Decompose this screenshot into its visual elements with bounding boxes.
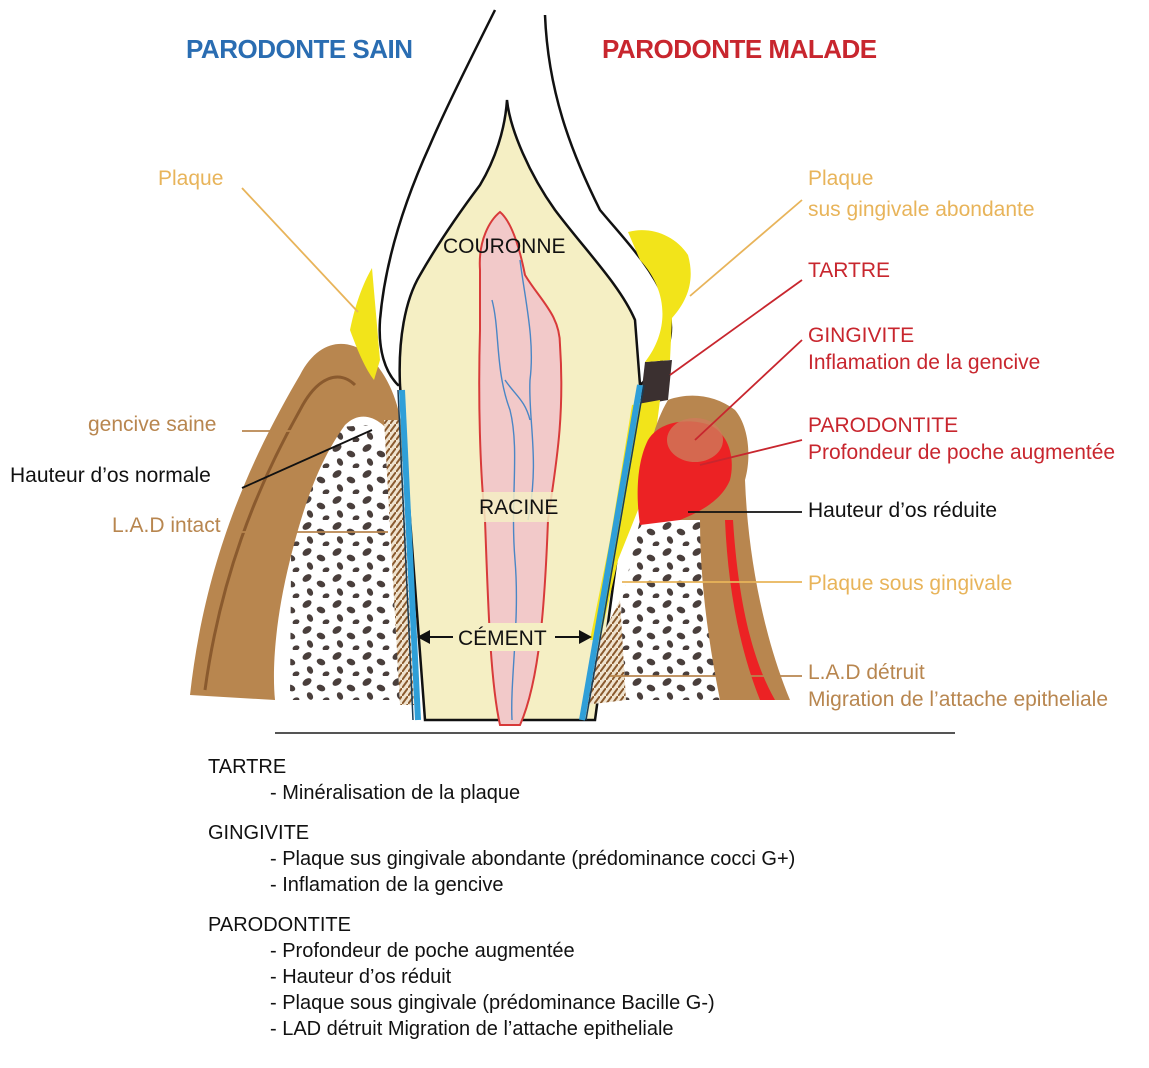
- label-parodontite-2: Profondeur de poche augmentée: [808, 441, 1115, 464]
- header-diseased: PARODONTE MALADE: [602, 34, 877, 64]
- label-plaque-left: Plaque: [158, 167, 223, 190]
- note-parodontite: PARODONTITE - Profondeur de poche augmen…: [208, 912, 1108, 1042]
- label-tartre: TARTRE: [808, 259, 890, 282]
- note-tartre: TARTRE - Minéralisation de la plaque: [208, 754, 1108, 806]
- label-lad-intact: L.A.D intact: [112, 514, 221, 537]
- leader-plaque-left: [242, 188, 358, 312]
- leader-plaque-right: [690, 200, 802, 296]
- note-item: - LAD détruit Migration de l’attache epi…: [208, 1016, 1108, 1042]
- label-gingivite-1: GINGIVITE: [808, 324, 914, 347]
- note-gingivite: GINGIVITE - Plaque sus gingivale abondan…: [208, 820, 1108, 898]
- label-plaque-sous-gingivale: Plaque sous gingivale: [808, 572, 1012, 595]
- label-gencive-saine: gencive saine: [88, 413, 216, 436]
- note-item: - Plaque sus gingivale abondante (prédom…: [208, 846, 1108, 872]
- label-cement: CÉMENT: [458, 627, 547, 650]
- label-parodontite-1: PARODONTITE: [808, 414, 958, 437]
- leader-gingivite: [695, 340, 802, 440]
- notes-section: TARTRE - Minéralisation de la plaque GIN…: [208, 754, 1108, 1056]
- label-gingivite-2: Inflamation de la gencive: [808, 351, 1040, 374]
- note-title: PARODONTITE: [208, 912, 1108, 938]
- label-hauteur-os-normale: Hauteur d’os normale: [10, 464, 211, 487]
- label-plaque-right-2: sus gingivale abondante: [808, 198, 1035, 221]
- note-item: - Minéralisation de la plaque: [208, 780, 1108, 806]
- right-tartar: [640, 360, 672, 405]
- header-healthy: PARODONTE SAIN: [186, 34, 413, 64]
- label-plaque-right-1: Plaque: [808, 167, 873, 190]
- note-title: GINGIVITE: [208, 820, 1108, 846]
- label-lad-detruit-1: L.A.D détruit: [808, 661, 925, 684]
- leader-tartre: [670, 280, 802, 375]
- label-couronne: COURONNE: [443, 235, 566, 258]
- note-item: - Inflamation de la gencive: [208, 872, 1108, 898]
- note-title: TARTRE: [208, 754, 1108, 780]
- label-hauteur-os-reduite: Hauteur d’os réduite: [808, 499, 997, 522]
- note-item: - Profondeur de poche augmentée: [208, 938, 1108, 964]
- label-lad-detruit-2: Migration de l’attache epitheliale: [808, 688, 1108, 711]
- note-item: - Hauteur d’os réduit: [208, 964, 1108, 990]
- label-racine: RACINE: [479, 496, 558, 519]
- note-item: - Plaque sous gingivale (prédominance Ba…: [208, 990, 1108, 1016]
- periodontium-diagram: PARODONTE SAIN PARODONTE MALADE Plaque g…: [0, 0, 1149, 745]
